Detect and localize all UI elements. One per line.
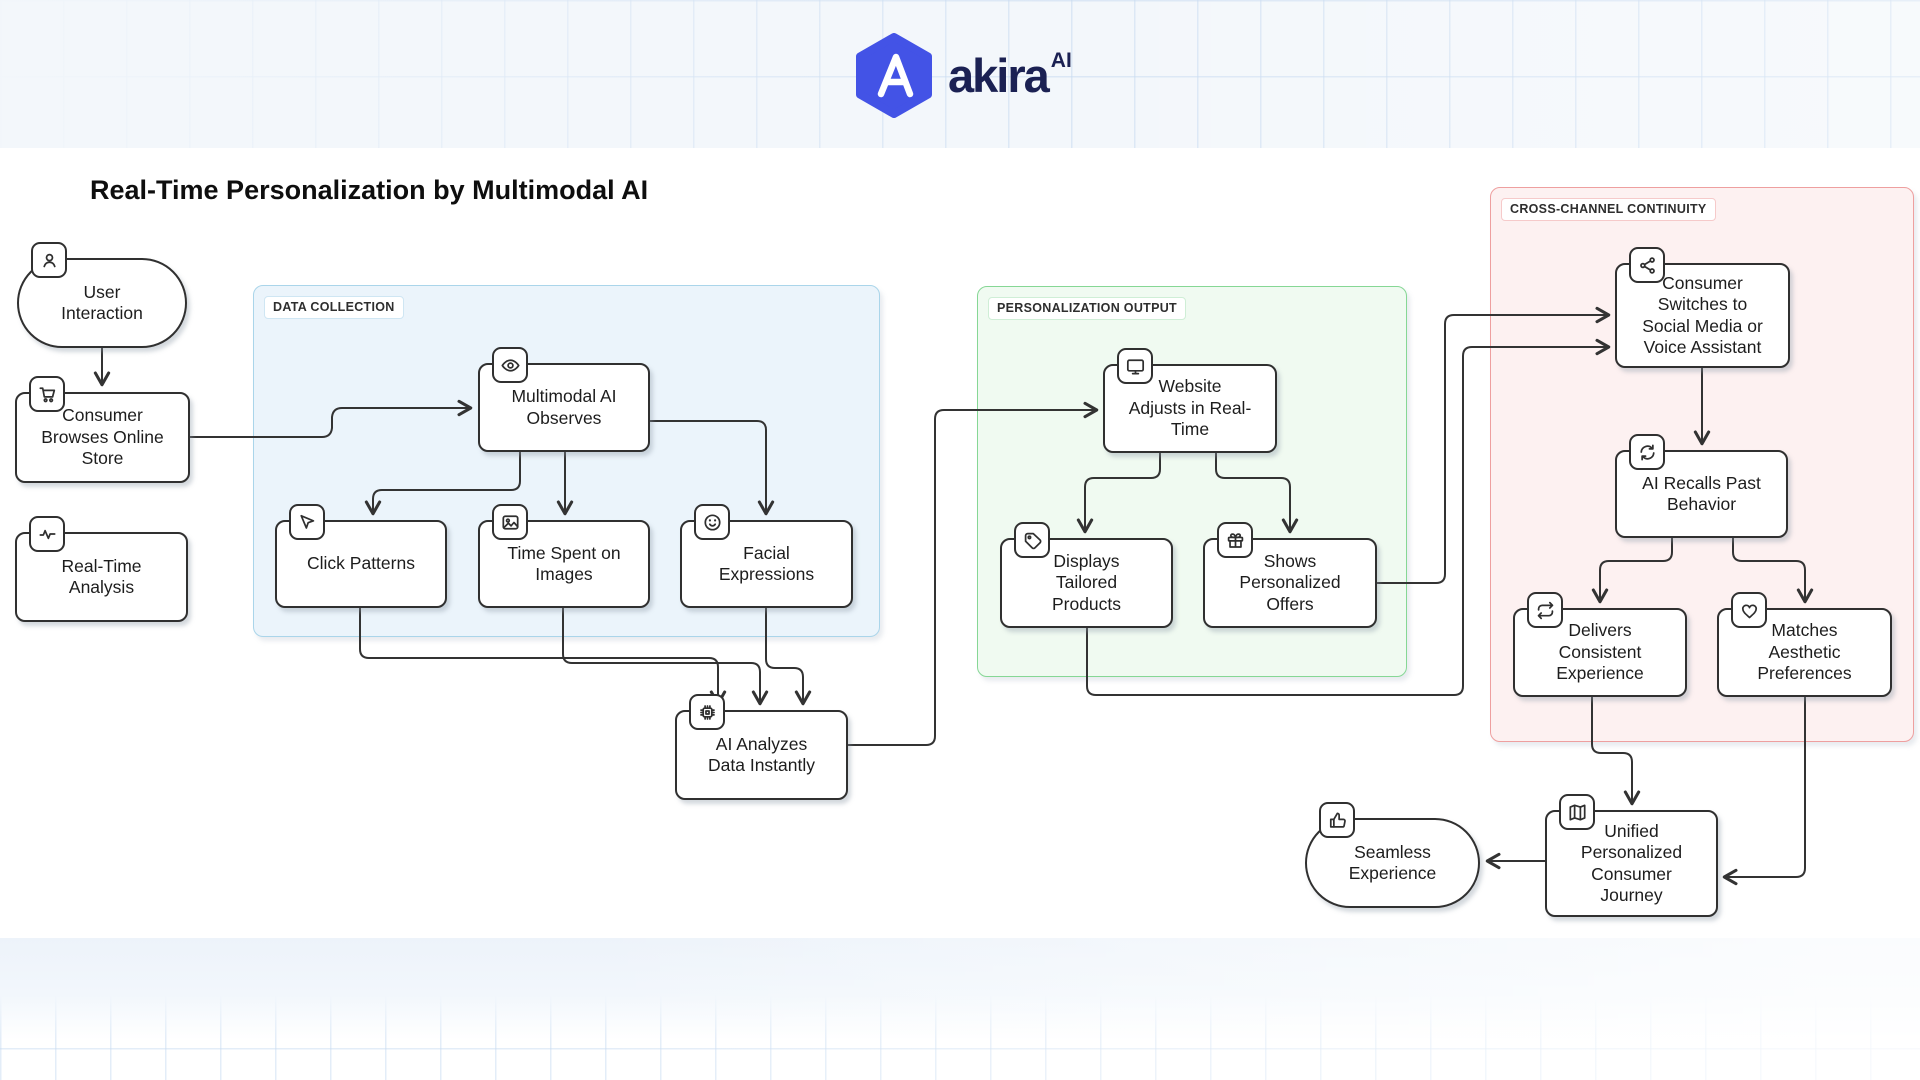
node-time-spent-on-images: Time Spent on Images — [478, 504, 650, 608]
thumbs-up-icon — [1319, 802, 1355, 838]
tag-icon — [1014, 522, 1050, 558]
node-label: Facial Expressions — [718, 542, 815, 584]
page-title: Real-Time Personalization by Multimodal … — [90, 175, 649, 205]
node-label: Displays Tailored Products — [1051, 550, 1122, 614]
node-label: Multimodal AI Observes — [511, 386, 617, 428]
node-label: Click Patterns — [307, 553, 415, 574]
node-click-patterns: Click Patterns — [275, 504, 447, 608]
node-unified-personalized-consumer-journey: Unified Personalized Consumer Journey — [1545, 794, 1718, 917]
brand-name: akira — [948, 49, 1050, 102]
node-label: User Interaction — [61, 281, 143, 323]
node-label: Consumer Switches to Social Media or Voi… — [1642, 272, 1763, 357]
node-website-adjusts-in-real-time: Website Adjusts in Real- Time — [1103, 348, 1277, 453]
node-matches-aesthetic-preferences: Matches Aesthetic Preferences — [1717, 592, 1892, 697]
node-facial-expressions: Facial Expressions — [680, 504, 853, 608]
heart-icon — [1731, 592, 1767, 628]
node-label: Seamless Experience — [1348, 841, 1437, 883]
repeat-icon — [1527, 592, 1563, 628]
node-multimodal-ai-observes: Multimodal AI Observes — [478, 347, 650, 452]
smiley-icon — [694, 504, 730, 540]
node-label: Consumer Browses Online Store — [41, 405, 164, 469]
node-label: AI Recalls Past Behavior — [1642, 472, 1761, 514]
node-consumer-browses-online-store: Consumer Browses Online Store — [15, 376, 190, 483]
node-label: AI Analyzes Data Instantly — [708, 733, 815, 775]
node-ai-recalls-past-behavior: AI Recalls Past Behavior — [1615, 434, 1788, 538]
node-seamless-experience: Seamless Experience — [1305, 802, 1480, 908]
image-icon — [492, 504, 528, 540]
node-consumer-switches-channels: Consumer Switches to Social Media or Voi… — [1615, 247, 1790, 368]
share-icon — [1629, 247, 1665, 283]
user-icon — [31, 242, 67, 278]
map-icon — [1559, 794, 1595, 830]
node-label: Website Adjusts in Real- Time — [1128, 376, 1252, 440]
node-label: Delivers Consistent Experience — [1556, 620, 1644, 684]
akira-hexagon-icon — [856, 33, 932, 118]
node-delivers-consistent-experience: Delivers Consistent Experience — [1513, 592, 1687, 697]
cpu-icon — [689, 694, 725, 730]
sync-icon — [1629, 434, 1665, 470]
monitor-icon — [1117, 348, 1153, 384]
node-label: Matches Aesthetic Preferences — [1757, 620, 1852, 684]
group-label-data-collection: DATA COLLECTION — [264, 296, 404, 319]
node-label: Real-Time Analysis — [61, 555, 142, 597]
group-label-cross-channel-continuity: CROSS-CHANNEL CONTINUITY — [1501, 198, 1716, 221]
node-displays-tailored-products: Displays Tailored Products — [1000, 522, 1173, 628]
brand-suffix: AI — [1050, 48, 1072, 72]
eye-icon — [492, 347, 528, 383]
group-label-personalization-output: PERSONALIZATION OUTPUT — [988, 297, 1186, 320]
node-shows-personalized-offers: Shows Personalized Offers — [1203, 522, 1377, 628]
cursor-icon — [289, 504, 325, 540]
node-user-interaction: User Interaction — [17, 242, 187, 348]
node-real-time-analysis: Real-Time Analysis — [15, 516, 188, 622]
node-ai-analyzes-data-instantly: AI Analyzes Data Instantly — [675, 694, 848, 800]
shopping-cart-icon — [29, 376, 65, 412]
node-label: Unified Personalized Consumer Journey — [1580, 820, 1683, 905]
activity-pulse-icon — [29, 516, 65, 552]
node-label: Shows Personalized Offers — [1239, 550, 1341, 614]
node-label: Time Spent on Images — [507, 542, 621, 584]
gift-icon — [1217, 522, 1253, 558]
top-grid-band — [0, 0, 1920, 148]
bottom-grid-band — [0, 938, 1920, 1080]
